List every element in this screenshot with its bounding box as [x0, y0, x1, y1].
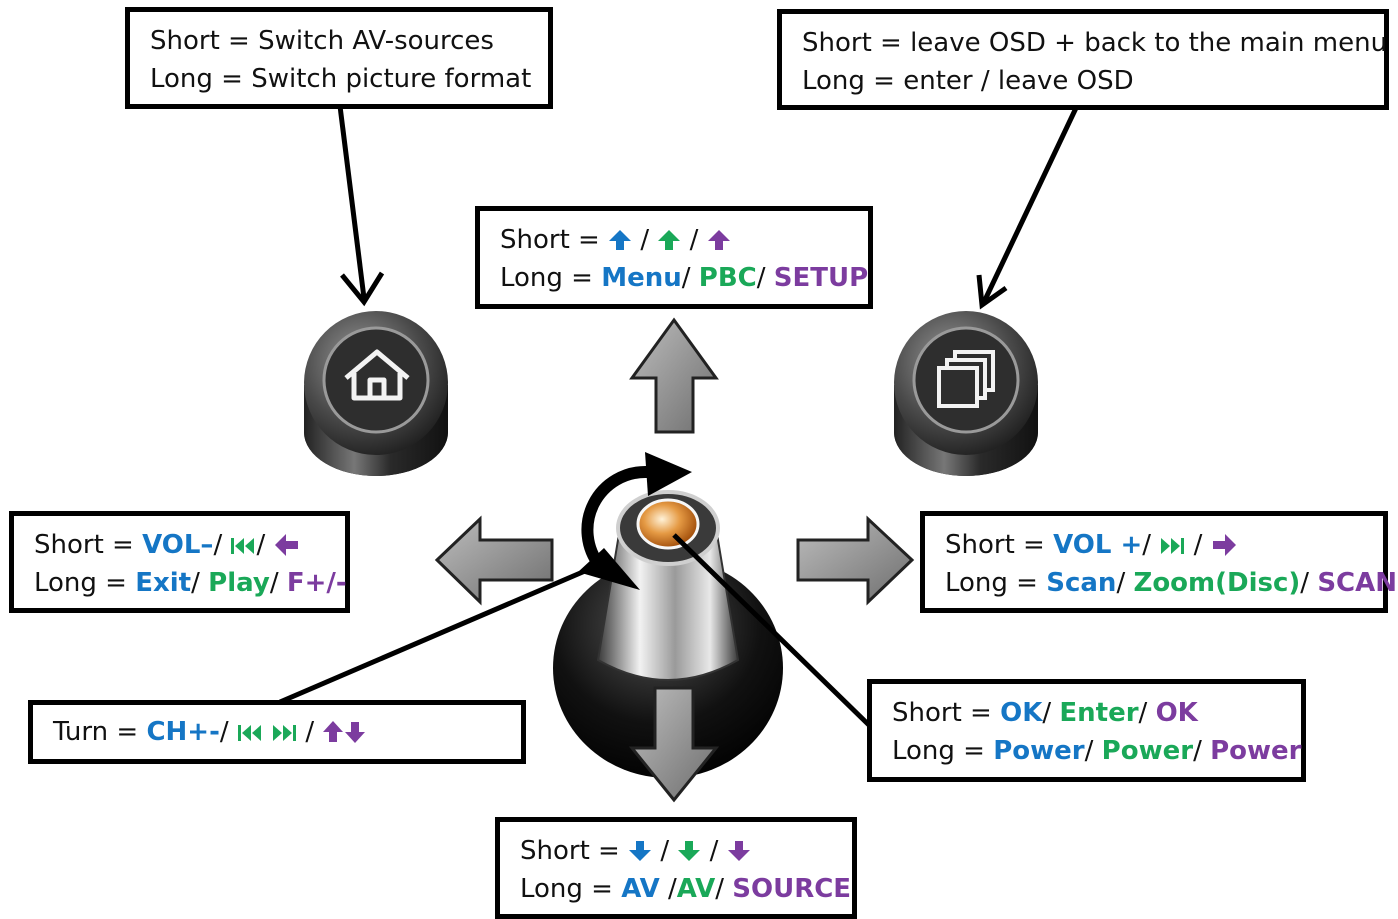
up-long-prefix: Long = — [500, 263, 602, 293]
down-short-prefix: Short = — [520, 836, 629, 866]
left-long-f: F+/- — [286, 568, 347, 598]
up-long-menu: Menu — [601, 263, 682, 293]
center-sep: / — [1084, 736, 1094, 766]
osd-long-text: Long = enter / leave OSD — [802, 66, 1134, 96]
turn-sep: / — [219, 717, 229, 747]
arrow-down-icon — [629, 841, 652, 861]
right-long-scan: Scan — [1046, 568, 1117, 598]
arrow-up-icon — [658, 230, 681, 250]
down-sep: / — [715, 874, 724, 904]
down-sep: / — [667, 874, 677, 904]
center-long-power3: Power — [1210, 736, 1302, 766]
center-short-prefix: Short = — [892, 698, 1001, 728]
up-sep: / — [681, 263, 691, 293]
left-short-vol: VOL– — [142, 530, 214, 560]
right-sep: / — [1116, 568, 1126, 598]
right-long-prefix: Long = — [945, 568, 1047, 598]
home-long-text: Long = Switch picture format — [150, 64, 532, 94]
turn-sep: / — [305, 717, 315, 747]
left-sep: / — [213, 530, 223, 560]
home-leader-line — [337, 105, 367, 299]
windows-stack-icon — [937, 350, 995, 408]
up-long-setup: SETUP — [773, 263, 869, 293]
home-short-text: Short = Switch AV-sources — [150, 26, 494, 56]
arrow-down-icon — [345, 722, 366, 743]
left-sep: / — [191, 568, 200, 598]
down-sep: / — [660, 836, 670, 866]
right-short-vol: VOL + — [1053, 530, 1143, 560]
center-short-ok2: OK — [1155, 698, 1198, 728]
left-long-play: Play — [208, 568, 270, 598]
osd-short-text: Short = leave OSD + back to the main men… — [802, 28, 1388, 58]
left-short-prefix: Short = — [34, 530, 143, 560]
arrow-up-icon — [323, 721, 344, 742]
up-callout: Short = / / Long = Menu/ PBC/ SETUP — [475, 206, 873, 309]
center-sep: / — [1193, 736, 1202, 766]
turn-prefix: Turn = — [53, 717, 147, 747]
right-long-scan-caps: SCAN — [1317, 568, 1398, 598]
home-icon — [344, 349, 410, 401]
arrow-left-icon — [274, 534, 298, 556]
left-callout: Short = VOL–/ / Long = Exit/ Play/ F+/- — [9, 511, 350, 613]
turn-leader-line — [279, 565, 593, 705]
arrow-up-icon — [609, 230, 632, 250]
left-long-prefix: Long = — [34, 568, 136, 598]
center-short-enter: Enter — [1059, 698, 1139, 728]
down-sep: / — [709, 836, 719, 866]
up-sep: / — [689, 225, 699, 255]
osd-leader-arrowhead — [976, 274, 1008, 310]
arrow-left-icon — [434, 515, 554, 606]
center-long-prefix: Long = — [892, 736, 994, 766]
center-long-power: Power — [993, 736, 1085, 766]
osd-callout: Short = leave OSD + back to the main men… — [777, 9, 1389, 110]
right-sep: / — [1300, 568, 1310, 598]
arrow-down-icon — [678, 841, 701, 861]
down-long-prefix: Long = — [520, 874, 622, 904]
up-long-pbc: PBC — [698, 263, 757, 293]
down-long-av2: AV — [676, 874, 716, 904]
rotary-knob-icon[interactable] — [553, 490, 783, 778]
center-leader-line — [672, 533, 874, 730]
osd-leader-line — [981, 106, 1079, 304]
up-sep: / — [640, 225, 650, 255]
turn-ch: CH+- — [146, 717, 220, 747]
down-long-av: AV — [621, 874, 660, 904]
center-callout: Short = OK/ Enter/ OK Long = Power/ Powe… — [867, 679, 1306, 782]
down-long-source: SOURCE — [732, 874, 852, 904]
left-long-exit: Exit — [135, 568, 192, 598]
arrow-down-icon — [727, 841, 750, 861]
rotate-icon — [578, 452, 692, 590]
up-short-prefix: Short = — [500, 225, 609, 255]
next-track-icon — [1161, 538, 1185, 554]
home-button[interactable] — [304, 311, 448, 476]
center-short-ok: OK — [1000, 698, 1043, 728]
right-sep: / — [1142, 530, 1152, 560]
arrow-right-icon — [796, 515, 915, 606]
right-callout: Short = VOL +/ / Long = Scan/ Zoom(Disc)… — [920, 511, 1397, 613]
home-callout: Short = Switch AV-sources Long = Switch … — [125, 7, 553, 109]
arrow-up-icon — [629, 317, 719, 434]
osd-button[interactable] — [894, 311, 1038, 476]
turn-callout: Turn = CH+-/ / — [28, 700, 526, 764]
previous-track-icon — [237, 725, 261, 741]
home-leader-arrowhead — [340, 271, 385, 307]
center-sep: / — [1042, 698, 1052, 728]
arrow-up-icon — [707, 230, 730, 250]
previous-track-icon — [231, 538, 255, 554]
arrow-right-icon — [1212, 534, 1236, 556]
right-long-zoom: Zoom(Disc) — [1133, 568, 1301, 598]
center-sep: / — [1138, 698, 1148, 728]
right-short-prefix: Short = — [945, 530, 1054, 560]
down-callout: Short = / / Long = AV /AV/ SOURCE — [495, 817, 857, 919]
center-long-power2: Power — [1101, 736, 1194, 766]
up-sep: / — [756, 263, 766, 293]
right-sep: / — [1193, 530, 1203, 560]
next-track-icon — [273, 725, 297, 741]
left-sep: / — [256, 530, 266, 560]
left-sep: / — [269, 568, 279, 598]
arrow-down-icon — [628, 686, 720, 803]
